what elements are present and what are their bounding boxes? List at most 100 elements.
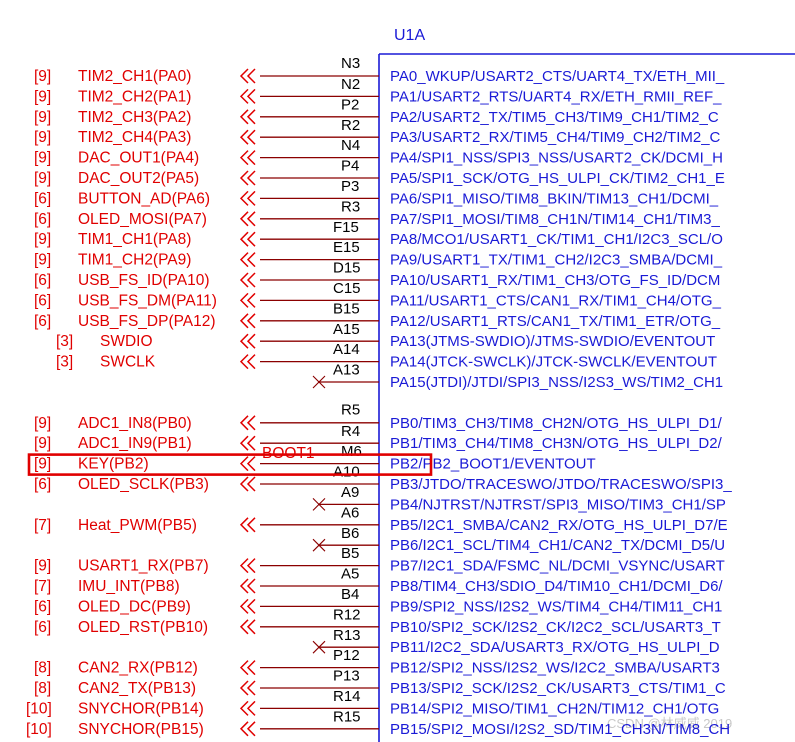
sheet-reference[interactable]: [6]: [34, 619, 51, 636]
sheet-reference[interactable]: [9]: [34, 435, 51, 452]
watermark: CSDN @林威威 2019: [607, 716, 732, 731]
net-label[interactable]: USART1_RX(PB7): [78, 558, 209, 575]
net-label[interactable]: TIM2_CH2(PA1): [78, 88, 191, 105]
net-label[interactable]: SWCLK: [100, 354, 156, 371]
pin-row: PA5/SPI1_SCK/OTG_HS_ULPI_CK/TIM2_CH1_EP3…: [34, 170, 725, 195]
pin-function: PB9/SPI2_NSS/I2S2_WS/TIM4_CH4/TIM11_CH1: [390, 598, 722, 615]
pin-number: A10: [333, 464, 360, 481]
sheet-reference[interactable]: [9]: [34, 231, 51, 248]
sheet-reference[interactable]: [8]: [34, 660, 51, 677]
pin-function: PB2/PB2_BOOT1/EVENTOUT: [390, 456, 596, 473]
pin-row: PA4/SPI1_NSS/SPI3_NSS/USART2_CK/DCMI_H P4…: [34, 150, 723, 175]
sheet-reference[interactable]: [3]: [56, 354, 73, 371]
net-label[interactable]: IMU_INT(PB8): [78, 578, 180, 595]
pin-number: R2: [341, 117, 360, 134]
sheet-reference[interactable]: [6]: [34, 598, 51, 615]
pin-row: PA9/USART1_TX/TIM1_CH2/I2C3_SMBA/DCMI_D1…: [34, 252, 723, 277]
pin-number: A13: [333, 362, 360, 379]
net-label[interactable]: OLED_SCLK(PB3): [78, 476, 209, 493]
pin-row: PB13/SPI2_SCK/I2S2_CK/USART3_CTS/TIM1_CR…: [34, 680, 726, 705]
pin-number: P13: [333, 668, 360, 685]
pin-function: PA10/USART1_RX/TIM1_CH3/OTG_FS_ID/DCM: [390, 272, 720, 289]
pin-function: PA3/USART2_RX/TIM5_CH4/TIM9_CH2/TIM2_C: [390, 129, 721, 146]
sheet-reference[interactable]: [9]: [34, 170, 51, 187]
net-label[interactable]: TIM2_CH4(PA3): [78, 129, 191, 146]
sheet-reference[interactable]: [10]: [26, 700, 52, 717]
net-label[interactable]: TIM1_CH2(PA9): [78, 252, 191, 269]
pin-function: PA2/USART2_TX/TIM5_CH3/TIM9_CH1/TIM2_C: [390, 109, 719, 126]
sheet-reference[interactable]: [9]: [34, 558, 51, 575]
sheet-reference[interactable]: [9]: [34, 68, 51, 85]
port-arrow-icon: [239, 190, 256, 206]
sheet-reference[interactable]: [9]: [34, 456, 51, 473]
pin-function: PB11/I2C2_SDA/USART3_RX/OTG_HS_ULPI_D: [390, 639, 720, 656]
pin-number: B5: [341, 545, 359, 562]
pin-function: PB0/TIM3_CH3/TIM8_CH2N/OTG_HS_ULPI_D1/: [390, 415, 723, 432]
sheet-reference[interactable]: [6]: [34, 211, 51, 228]
pin-function: PA15(JTDI)/JTDI/SPI3_NSS/I2S3_WS/TIM2_CH…: [390, 374, 723, 391]
sheet-reference[interactable]: [3]: [56, 333, 73, 350]
pin-number: R13: [333, 627, 361, 644]
port-arrow-icon: [239, 150, 256, 166]
net-label[interactable]: BUTTON_AD(PA6): [78, 190, 210, 207]
sheet-reference[interactable]: [9]: [34, 415, 51, 432]
pin-number: B6: [341, 525, 359, 542]
sheet-reference[interactable]: [6]: [34, 272, 51, 289]
sheet-reference[interactable]: [8]: [34, 680, 51, 697]
pin-number: P12: [333, 647, 360, 664]
net-label[interactable]: OLED_DC(PB9): [78, 598, 191, 615]
pin-function: PB12/SPI2_NSS/I2S2_WS/I2C2_SMBA/USART3: [390, 660, 720, 677]
pin-function: PB13/SPI2_SCK/I2S2_CK/USART3_CTS/TIM1_C: [390, 680, 726, 697]
net-label[interactable]: ADC1_IN9(PB1): [78, 435, 192, 452]
net-label[interactable]: SNYCHOR(PB14): [78, 700, 204, 717]
pin-row: PB12/SPI2_NSS/I2S2_WS/I2C2_SMBA/USART3 P1…: [34, 660, 720, 685]
sheet-reference[interactable]: [9]: [34, 109, 51, 126]
sheet-reference[interactable]: [7]: [34, 578, 51, 595]
net-label[interactable]: CAN2_RX(PB12): [78, 660, 198, 677]
pin-row: PB1/TIM3_CH4/TIM8_CH3N/OTG_HS_ULPI_D2/M6…: [34, 435, 723, 462]
pin-function: PA0_WKUP/USART2_CTS/UART4_TX/ETH_MII_: [390, 68, 725, 85]
sheet-reference[interactable]: [9]: [34, 88, 51, 105]
pin-number: A14: [333, 341, 360, 358]
port-arrow-icon: [239, 435, 256, 451]
sheet-reference[interactable]: [6]: [34, 190, 51, 207]
net-label[interactable]: SNYCHOR(PB15): [78, 721, 204, 738]
sheet-reference[interactable]: [9]: [34, 129, 51, 146]
pin-number: A5: [341, 566, 359, 583]
sheet-reference[interactable]: [9]: [34, 252, 51, 269]
pin-function: PA13(JTMS-SWDIO)/JTMS-SWDIO/EVENTOUT: [390, 333, 715, 350]
pin-number-top: N3: [341, 55, 360, 72]
pin-row: R5: [341, 401, 360, 418]
sheet-reference[interactable]: [6]: [34, 292, 51, 309]
pin-number: B15: [333, 300, 360, 317]
net-label[interactable]: TIM2_CH1(PA0): [78, 68, 191, 85]
pin-number: A15: [333, 321, 360, 338]
net-label[interactable]: OLED_MOSI(PA7): [78, 211, 207, 228]
sheet-reference[interactable]: [10]: [26, 721, 52, 738]
pin-number: P2: [341, 96, 359, 113]
pin-function: PB10/SPI2_SCK/I2S2_CK/I2C2_SCL/USART3_T: [390, 619, 721, 636]
net-label[interactable]: TIM1_CH1(PA8): [78, 231, 191, 248]
net-label[interactable]: CAN2_TX(PB13): [78, 680, 196, 697]
net-label[interactable]: USB_FS_DP(PA12): [78, 313, 216, 330]
pin-row: PB3/JTDO/TRACESWO/JTDO/TRACESWO/SPI3_A9O…: [34, 476, 732, 501]
port-arrow-icon: [239, 456, 256, 472]
pin-function: PA4/SPI1_NSS/SPI3_NSS/USART2_CK/DCMI_H: [390, 150, 723, 167]
pin-number: P4: [341, 158, 359, 175]
pin-function: PA9/USART1_TX/TIM1_CH2/I2C3_SMBA/DCMI_: [390, 252, 723, 269]
net-label[interactable]: TIM2_CH3(PA2): [78, 109, 191, 126]
net-label[interactable]: USB_FS_DM(PA11): [78, 292, 217, 309]
net-label[interactable]: DAC_OUT2(PA5): [78, 170, 199, 187]
sheet-reference[interactable]: [6]: [34, 476, 51, 493]
net-label[interactable]: SWDIO: [100, 333, 153, 350]
net-label[interactable]: KEY(PB2): [78, 456, 149, 473]
net-label[interactable]: Heat_PWM(PB5): [78, 517, 197, 534]
pin-number: C15: [333, 280, 361, 297]
sheet-reference[interactable]: [9]: [34, 150, 51, 167]
net-label[interactable]: OLED_RST(PB10): [78, 619, 208, 636]
sheet-reference[interactable]: [6]: [34, 313, 51, 330]
net-label[interactable]: DAC_OUT1(PA4): [78, 150, 199, 167]
net-label[interactable]: ADC1_IN8(PB0): [78, 415, 192, 432]
sheet-reference[interactable]: [7]: [34, 517, 51, 534]
net-label[interactable]: USB_FS_ID(PA10): [78, 272, 210, 289]
